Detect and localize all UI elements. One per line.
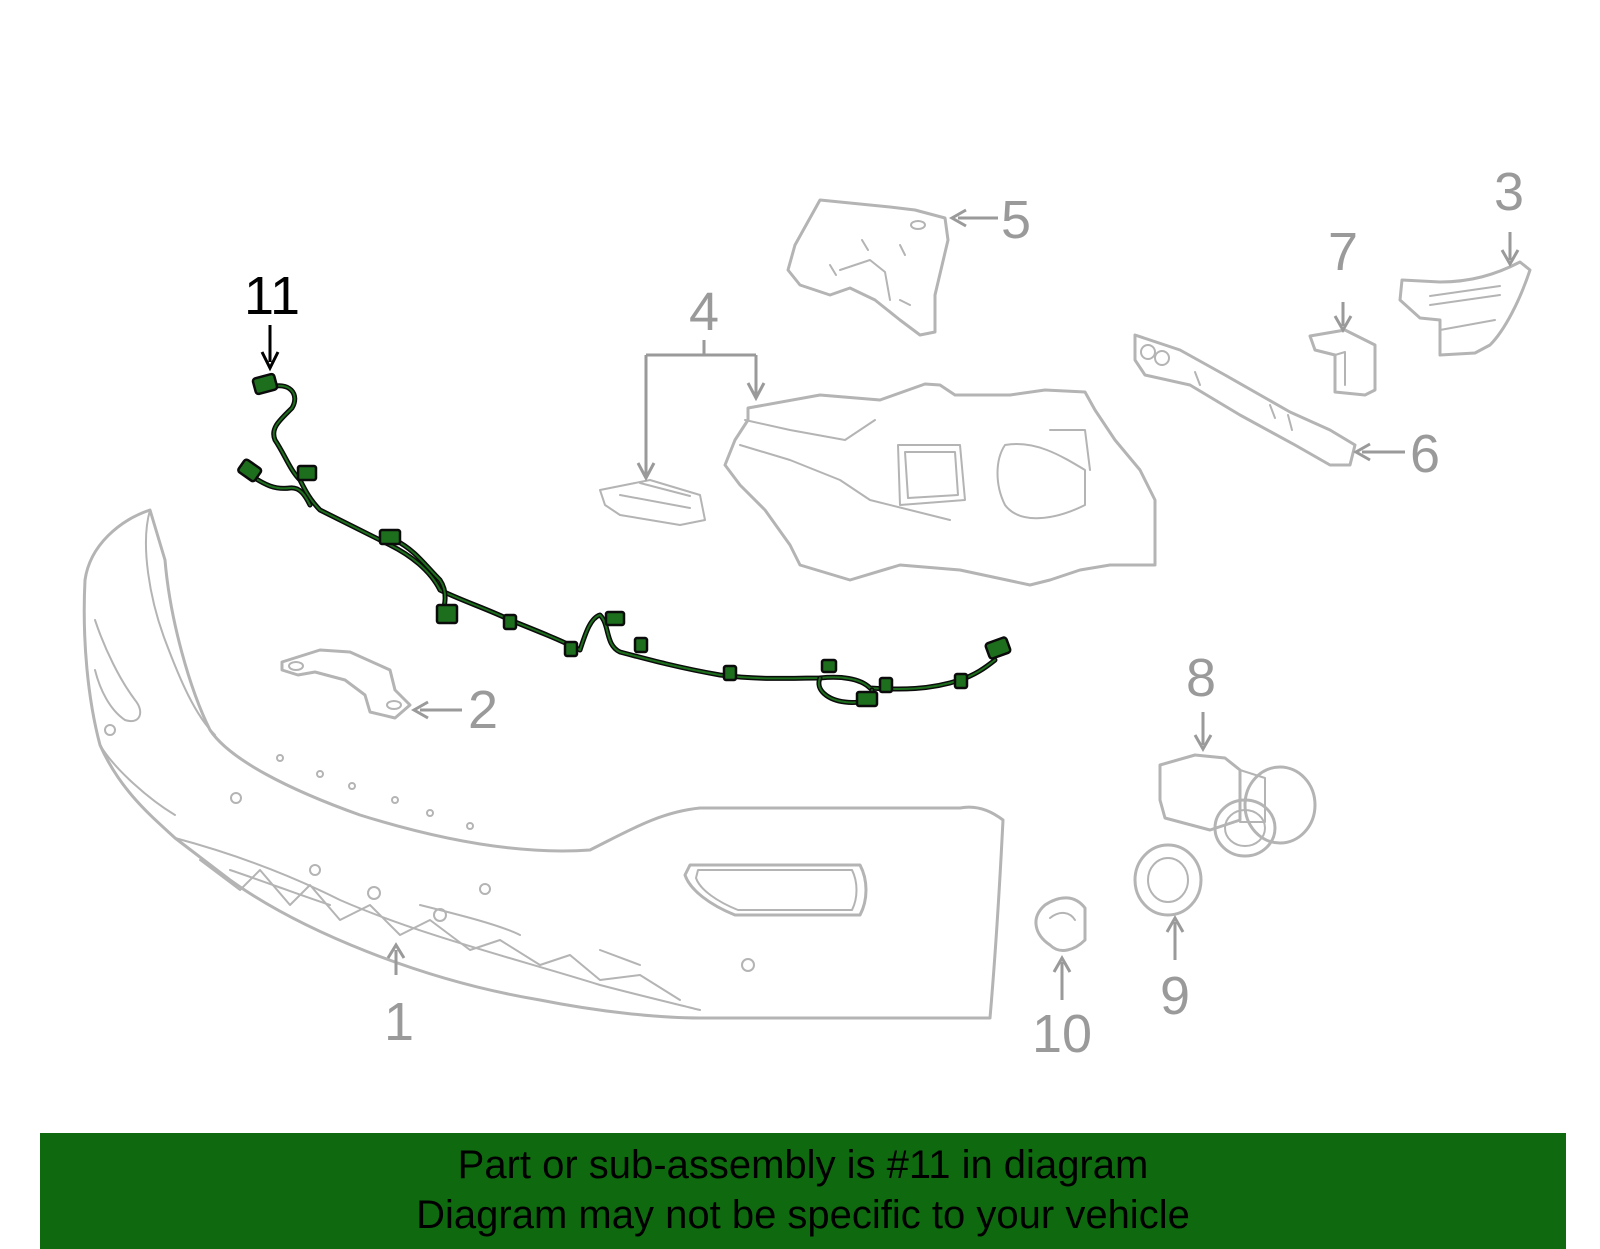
callout-1: 1 bbox=[384, 992, 414, 1052]
part-2-bracket[interactable] bbox=[280, 648, 412, 720]
callout-8: 8 bbox=[1186, 648, 1216, 708]
callout-4: 4 bbox=[689, 282, 719, 342]
callout-3: 3 bbox=[1494, 162, 1524, 222]
leader-lines bbox=[260, 208, 1520, 1000]
part-7-clip[interactable] bbox=[1308, 328, 1377, 397]
part-3-bracket[interactable] bbox=[1398, 260, 1532, 357]
part-8-sensor[interactable] bbox=[1158, 753, 1317, 858]
banner-part-note: Part or sub-assembly is #11 in diagram bbox=[457, 1143, 1149, 1187]
callout-7: 7 bbox=[1328, 222, 1358, 282]
part-10-retainer[interactable] bbox=[1034, 896, 1087, 952]
callout-6: 6 bbox=[1410, 424, 1440, 484]
callout-10: 10 bbox=[1032, 1004, 1092, 1064]
callout-5: 5 bbox=[1001, 190, 1031, 250]
callout-11: 11 bbox=[244, 266, 300, 326]
banner-disclaimer: Diagram may not be specific to your vehi… bbox=[416, 1193, 1190, 1237]
info-banner: Part or sub-assembly is #11 in diagram D… bbox=[40, 1133, 1566, 1249]
part-11-wiring-harness[interactable] bbox=[237, 372, 1012, 708]
part-1-bumper-fascia[interactable] bbox=[82, 508, 1005, 1020]
part-9-bezel[interactable] bbox=[1133, 843, 1203, 917]
callout-2: 2 bbox=[468, 680, 498, 740]
part-5-bracket[interactable] bbox=[786, 198, 950, 337]
part-4-reinforcement[interactable] bbox=[599, 382, 1157, 587]
callout-9: 9 bbox=[1160, 966, 1190, 1026]
part-6-bracket-bar[interactable] bbox=[1133, 333, 1357, 467]
